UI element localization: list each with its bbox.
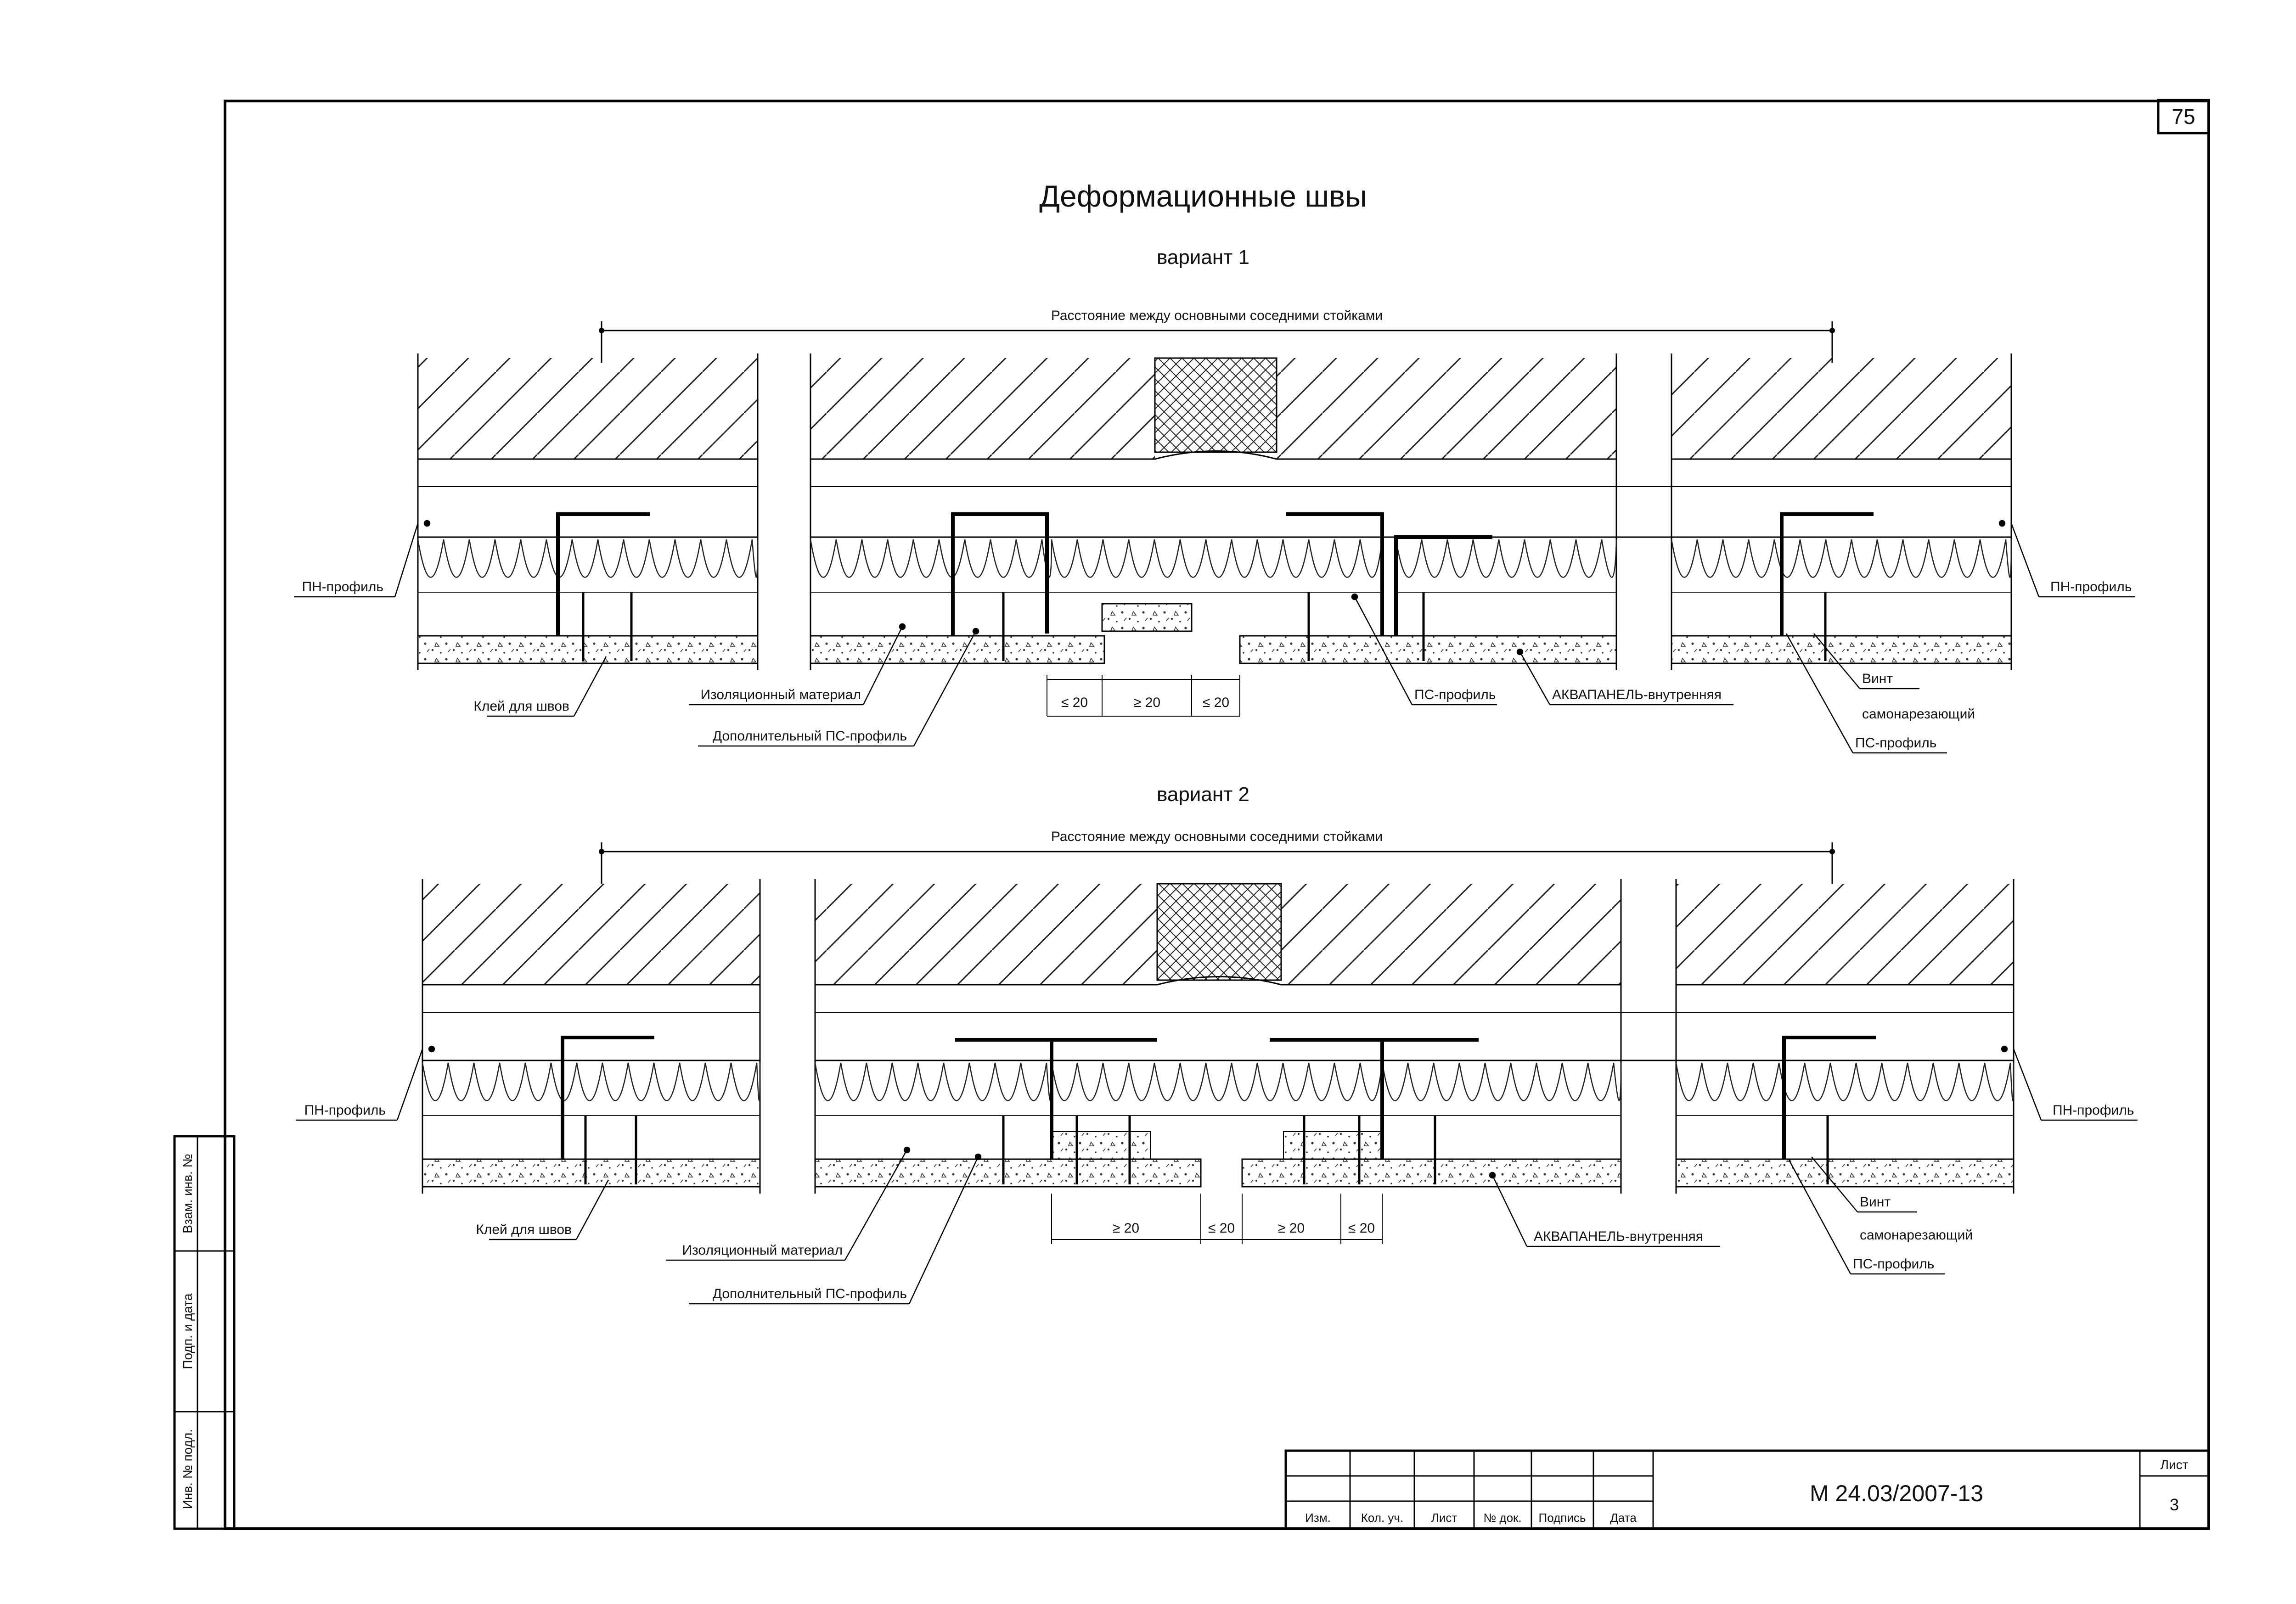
insulation-v2 (422, 1062, 2015, 1116)
label-pn-right-v1: ПН-профиль (2050, 579, 2132, 594)
label-screw-v2: Винт (1860, 1195, 1891, 1210)
dim-v1-2: ≥ 20 (1134, 695, 1160, 710)
label-pn-right-v2: ПН-профиль (2053, 1103, 2134, 1118)
label-insulation-v2: Изоляционный материал (682, 1243, 843, 1258)
insulation-v1 (417, 539, 2012, 593)
label-aquapanel-v1: АКВАПАНЕЛЬ-внутренняя (1552, 687, 1722, 702)
label-insulation-v1: Изоляционный материал (700, 687, 861, 702)
label-pn-left-v2: ПН-профиль (304, 1103, 386, 1118)
label-ps-v1: ПС-профиль (1414, 687, 1496, 702)
tb-col-kol: Кол. уч. (1361, 1511, 1403, 1525)
variant-1-section: вариант 1 Расстояние между основными сос… (294, 246, 2135, 754)
stamp-inv-orig: Инв. № подл. (180, 1429, 195, 1509)
label-screw-v1: Винт (1862, 671, 1893, 686)
span-label-v2: Расстояние между основными соседними сто… (1051, 829, 1383, 844)
stamp-sign-date: Подп. и дата (180, 1293, 195, 1369)
sheet-label: Лист (2161, 1458, 2189, 1472)
label-screw-2-v2: самонарезающий (1860, 1228, 1973, 1243)
variant-1-heading: вариант 1 (1157, 246, 1249, 269)
label-extra-ps-v2: Дополнительный ПС-профиль (713, 1286, 907, 1301)
tb-col-doc: № док. (1483, 1511, 1521, 1525)
label-glue-v2: Клей для швов (476, 1222, 572, 1237)
page-number-box (2157, 99, 2210, 135)
page-number: 75 (2172, 105, 2195, 129)
stamp-replace-inv: Взам. инв. № (180, 1154, 195, 1233)
label-pn-left-v1: ПН-профиль (302, 579, 383, 594)
sheet-number: 3 (2170, 1495, 2179, 1514)
sheet-border (224, 100, 2210, 1530)
tb-col-izm: Изм. (1305, 1511, 1331, 1525)
doc-code: М 24.03/2007-13 (1810, 1481, 1983, 1506)
side-stamp: Взам. инв. № Подп. и дата Инв. № подл. (173, 1135, 236, 1530)
label-glue-v1: Клей для швов (473, 699, 569, 714)
label-extra-ps-v1: Дополнительный ПС-профиль (713, 729, 907, 744)
tb-col-date: Дата (1610, 1511, 1637, 1525)
drawing-title: Деформационные швы (1039, 179, 1367, 213)
label-ps-right-v2: ПС-профиль (1853, 1256, 1934, 1272)
title-block: Изм. Кол. уч. Лист № док. Подпись Дата М… (1284, 1449, 2210, 1530)
label-ps-right-v1: ПС-профиль (1855, 735, 1936, 751)
tb-col-list: Лист (1431, 1511, 1458, 1525)
label-aquapanel-v2: АКВАПАНЕЛЬ-внутренняя (1534, 1229, 1703, 1244)
dim-v2-2: ≤ 20 (1208, 1221, 1235, 1236)
variant-2-section: вариант 2 Расстояние между основными сос… (296, 783, 2138, 1305)
variant-2-heading: вариант 2 (1157, 783, 1249, 806)
dim-v1-1: ≤ 20 (1061, 695, 1088, 710)
label-screw-2-v1: самонарезающий (1862, 707, 1975, 722)
dim-v1-3: ≤ 20 (1203, 695, 1229, 710)
dim-v2-1: ≥ 20 (1113, 1221, 1139, 1236)
dim-v2-4: ≤ 20 (1348, 1221, 1375, 1236)
dim-v2-3: ≥ 20 (1278, 1221, 1305, 1236)
span-label-v1: Расстояние между основными соседними сто… (1051, 308, 1383, 323)
tb-col-sign: Подпись (1539, 1511, 1586, 1525)
